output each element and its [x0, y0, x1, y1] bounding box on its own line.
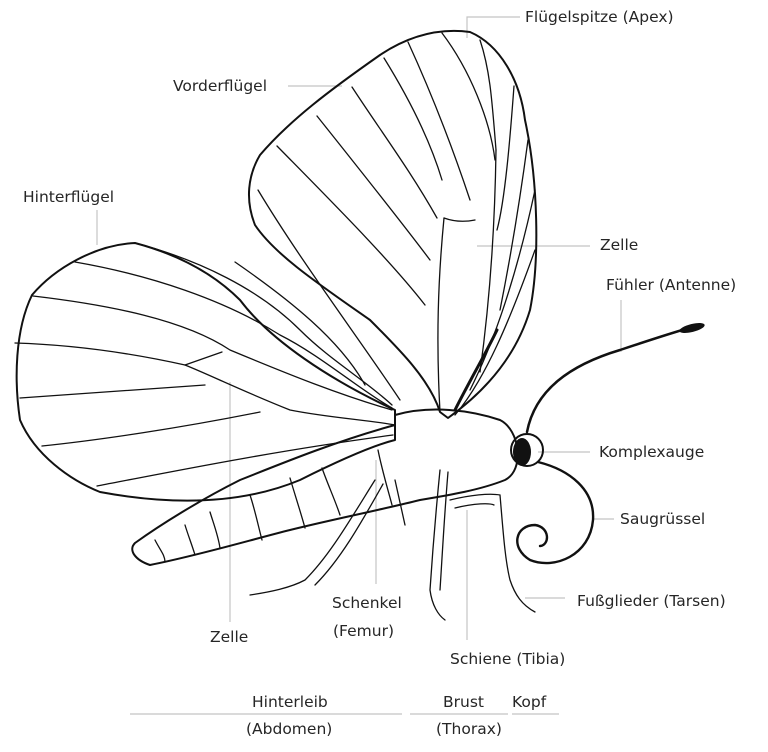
label-tibia: Schiene (Tibia) [450, 650, 566, 668]
label-compound-eye: Komplexauge [599, 443, 705, 461]
label-hindwing: Hinterflügel [23, 188, 115, 206]
label-apex: Flügelspitze (Apex) [525, 8, 674, 26]
label-femur-line2: (Femur) [333, 622, 394, 640]
label-forewing-cell: Zelle [600, 236, 639, 254]
label-tarsi: Fußglieder (Tarsen) [577, 592, 726, 610]
label-hindwing-cell: Zelle [210, 628, 249, 646]
hindwing-drawing [14, 242, 396, 502]
label-forewing: Vorderflügel [173, 77, 267, 95]
label-proboscis: Saugrüssel [620, 510, 706, 528]
forewing-drawing [248, 29, 538, 419]
label-abdomen-line2: (Abdomen) [246, 720, 333, 738]
label-head: Kopf [512, 693, 547, 711]
label-abdomen-line1: Hinterleib [252, 693, 328, 711]
body-drawing [131, 323, 705, 621]
label-thorax-line2: (Thorax) [436, 720, 502, 738]
label-antenna: Fühler (Antenne) [606, 276, 737, 294]
label-femur-line1: Schenkel [332, 594, 402, 612]
leader-lines [96, 16, 622, 715]
label-thorax-line1: Brust [443, 693, 484, 711]
